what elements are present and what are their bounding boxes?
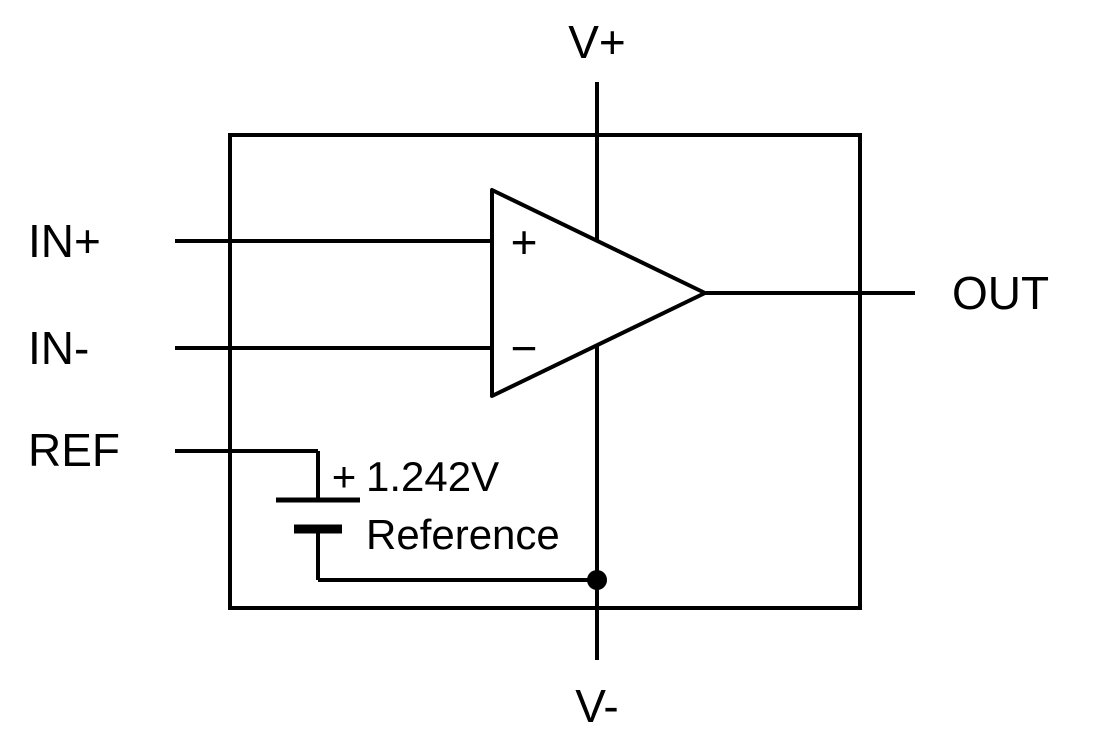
v-minus-label: V- (575, 680, 618, 732)
opamp-inverting-sign: − (511, 322, 538, 374)
v-plus-label: V+ (568, 16, 626, 68)
opamp-symbol (490, 188, 707, 398)
battery-plus-sign: + (332, 453, 357, 500)
ref-label: REF (28, 424, 120, 476)
reference-value-label: 1.242V (366, 453, 499, 500)
reference-name-label: Reference (366, 511, 560, 558)
opamp-noninverting-sign: + (511, 216, 538, 268)
out-label: OUT (952, 267, 1049, 319)
ic-boundary-box (228, 133, 862, 610)
junction-dot (587, 570, 607, 590)
in-plus-label: IN+ (28, 215, 101, 267)
in-minus-label: IN- (28, 322, 89, 374)
